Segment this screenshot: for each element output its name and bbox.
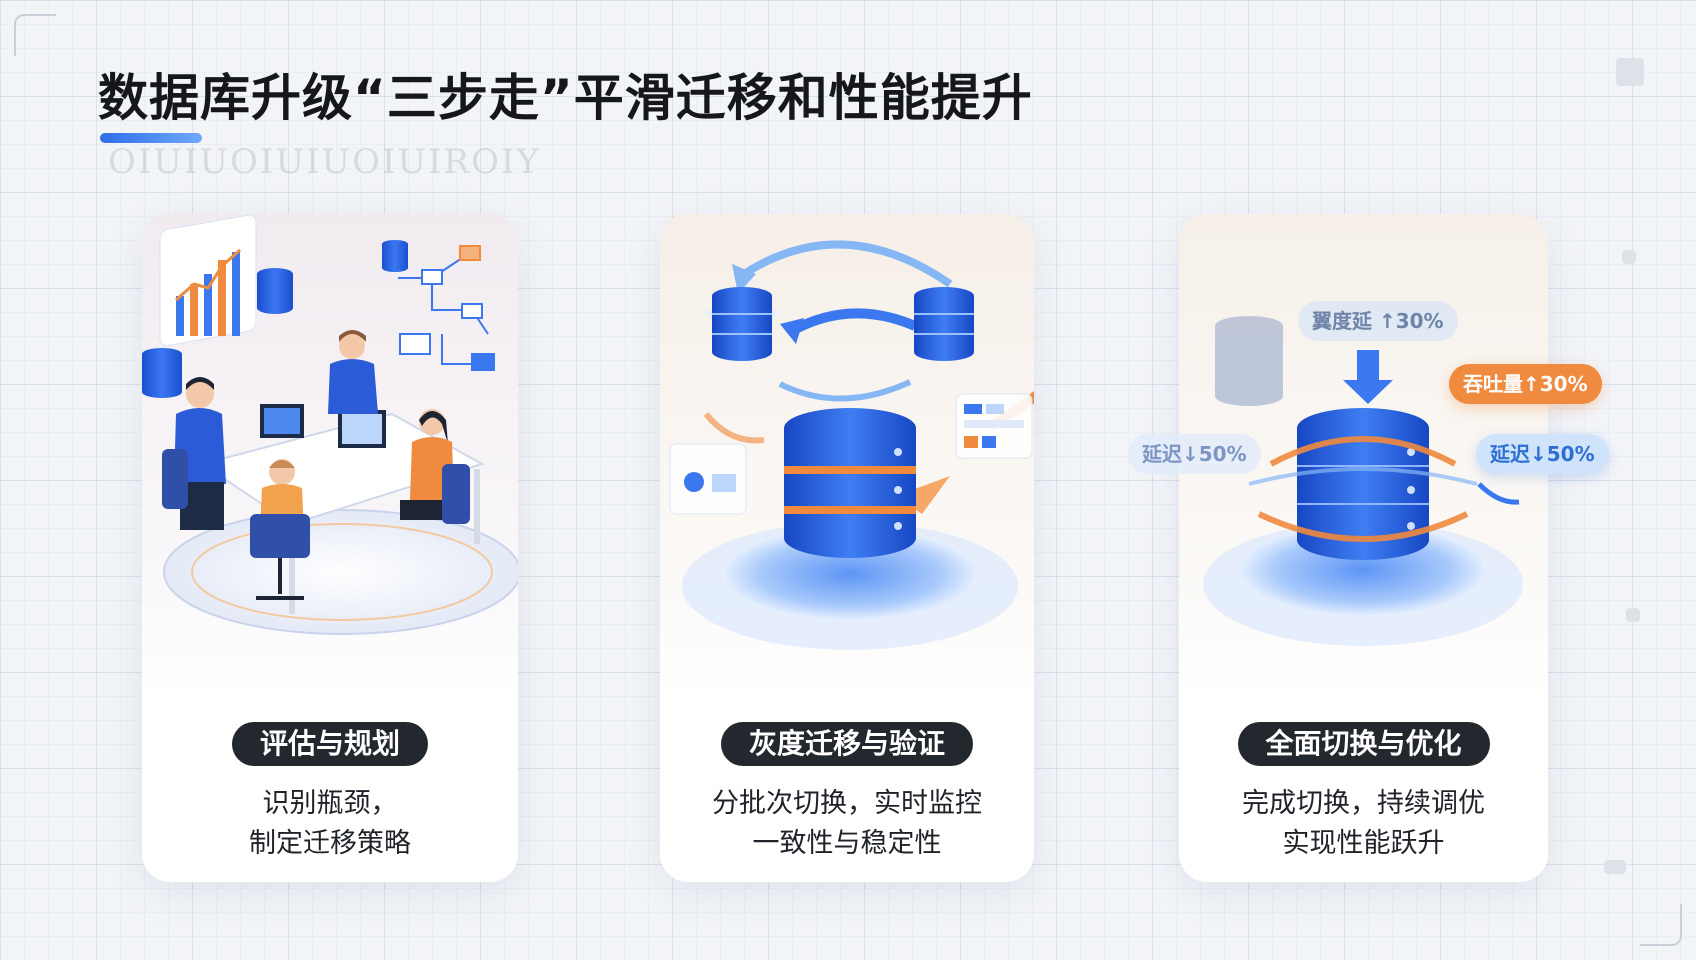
metric-badge-latency-left: 延迟↓50% [1128,434,1261,474]
step-desc-line: 实现性能跃升 [1282,828,1445,859]
team-member-figure [328,330,378,414]
step-pill-migrate: 灰度迁移与验证 [720,722,974,766]
team-planning-illustration [142,214,518,635]
dashboard-panel-icon [955,393,1033,459]
primary-database-icon [784,408,916,558]
step-desc-line: 完成切换，持续调优 [1242,788,1485,819]
step-card-assess: 评估与规划 识别瓶颈， 制定迁移策略 [142,214,518,882]
database-icon [914,287,974,361]
metric-badge-faint: 翼度延 ↑30% [1298,301,1458,341]
performance-boost-illustration [1203,316,1523,646]
decor-square [1604,860,1626,874]
database-icon [142,348,182,398]
team-member-figure [250,459,310,600]
analytics-chart-icon [159,214,257,347]
decor-square [1616,58,1644,86]
step-pill-optimize: 全面切换与优化 [1237,722,1490,766]
step-card-optimize: 全面切换与优化 完成切换，持续调优 实现性能跃升 [1179,214,1548,882]
step-desc-optimize: 完成切换，持续调优 实现性能跃升 [1179,784,1548,864]
step-desc-assess: 识别瓶颈， 制定迁移策略 [142,784,518,864]
step-desc-line: 一致性与稳定性 [752,828,942,859]
sync-arrow-icon [787,308,917,337]
step-desc-line: 分批次切换，实时监控 [712,788,982,819]
step-desc-line: 制定迁移策略 [249,828,411,859]
step-pill-assess: 评估与规划 [231,722,429,766]
step-card-migrate: 灰度迁移与验证 分批次切换，实时监控 一致性与稳定性 [660,214,1034,882]
gray-migration-illustration [669,240,1034,650]
frame-corner-top-left [14,14,56,56]
monitor-panel-icon [669,443,747,515]
page-title: 数据库升级“三步走”平滑迁移和性能提升 [98,69,1033,127]
decor-square [1622,250,1636,264]
team-member-figure [400,409,470,524]
step-desc-line: 识别瓶颈， [262,788,398,819]
decor-square [1626,608,1640,622]
step-desc-migrate: 分批次切换，实时监控 一致性与稳定性 [660,784,1034,864]
metric-badge-latency-right: 延迟↓50% [1476,434,1609,474]
database-icon [706,287,778,361]
team-member-figure [162,377,226,530]
title-accent-bar [100,133,202,143]
metric-badge-throughput: 吞吐量↑30% [1449,364,1602,404]
database-icon [257,240,408,314]
sync-arrow-icon [735,240,953,288]
network-diagram-icon [398,245,495,371]
down-arrow-icon [1343,350,1393,404]
legacy-database-icon [1215,316,1283,406]
ghost-subtitle: OIUIUOIUIUOIUIROIY [108,142,541,182]
frame-corner-bottom-right [1640,904,1682,946]
